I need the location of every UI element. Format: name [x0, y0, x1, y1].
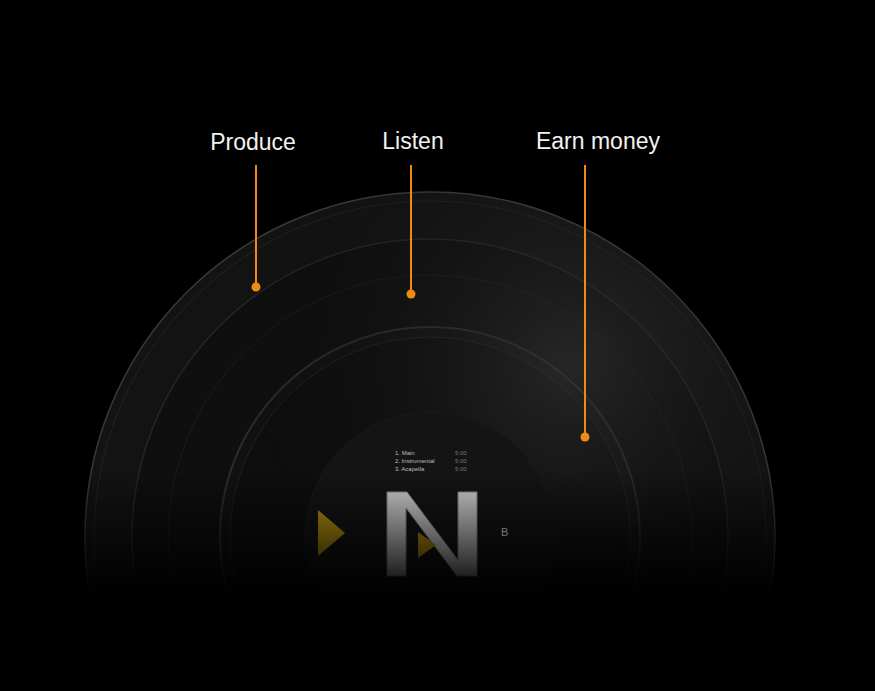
track-duration: 5:00	[455, 466, 467, 472]
callout-label: Listen	[382, 130, 443, 153]
leader-lines	[252, 165, 590, 442]
track-duration: 5:00	[455, 450, 467, 456]
track-title: 3. Acapella	[395, 466, 424, 472]
leader-dot	[407, 290, 416, 299]
track-title: 1. Main	[395, 450, 415, 456]
side-letter: B	[501, 527, 508, 538]
leader-dot	[581, 433, 590, 442]
leader-line	[584, 165, 586, 437]
leader-line	[255, 165, 257, 287]
track-duration: 5:00	[455, 458, 467, 464]
callout-label: Earn money	[536, 130, 660, 153]
leader-dot	[252, 283, 261, 292]
track-title: 2. Instrumental	[395, 458, 435, 464]
bottom-fade	[0, 470, 875, 595]
leader-line	[410, 165, 412, 294]
callout-label: Produce	[210, 131, 296, 154]
ground	[0, 594, 875, 691]
